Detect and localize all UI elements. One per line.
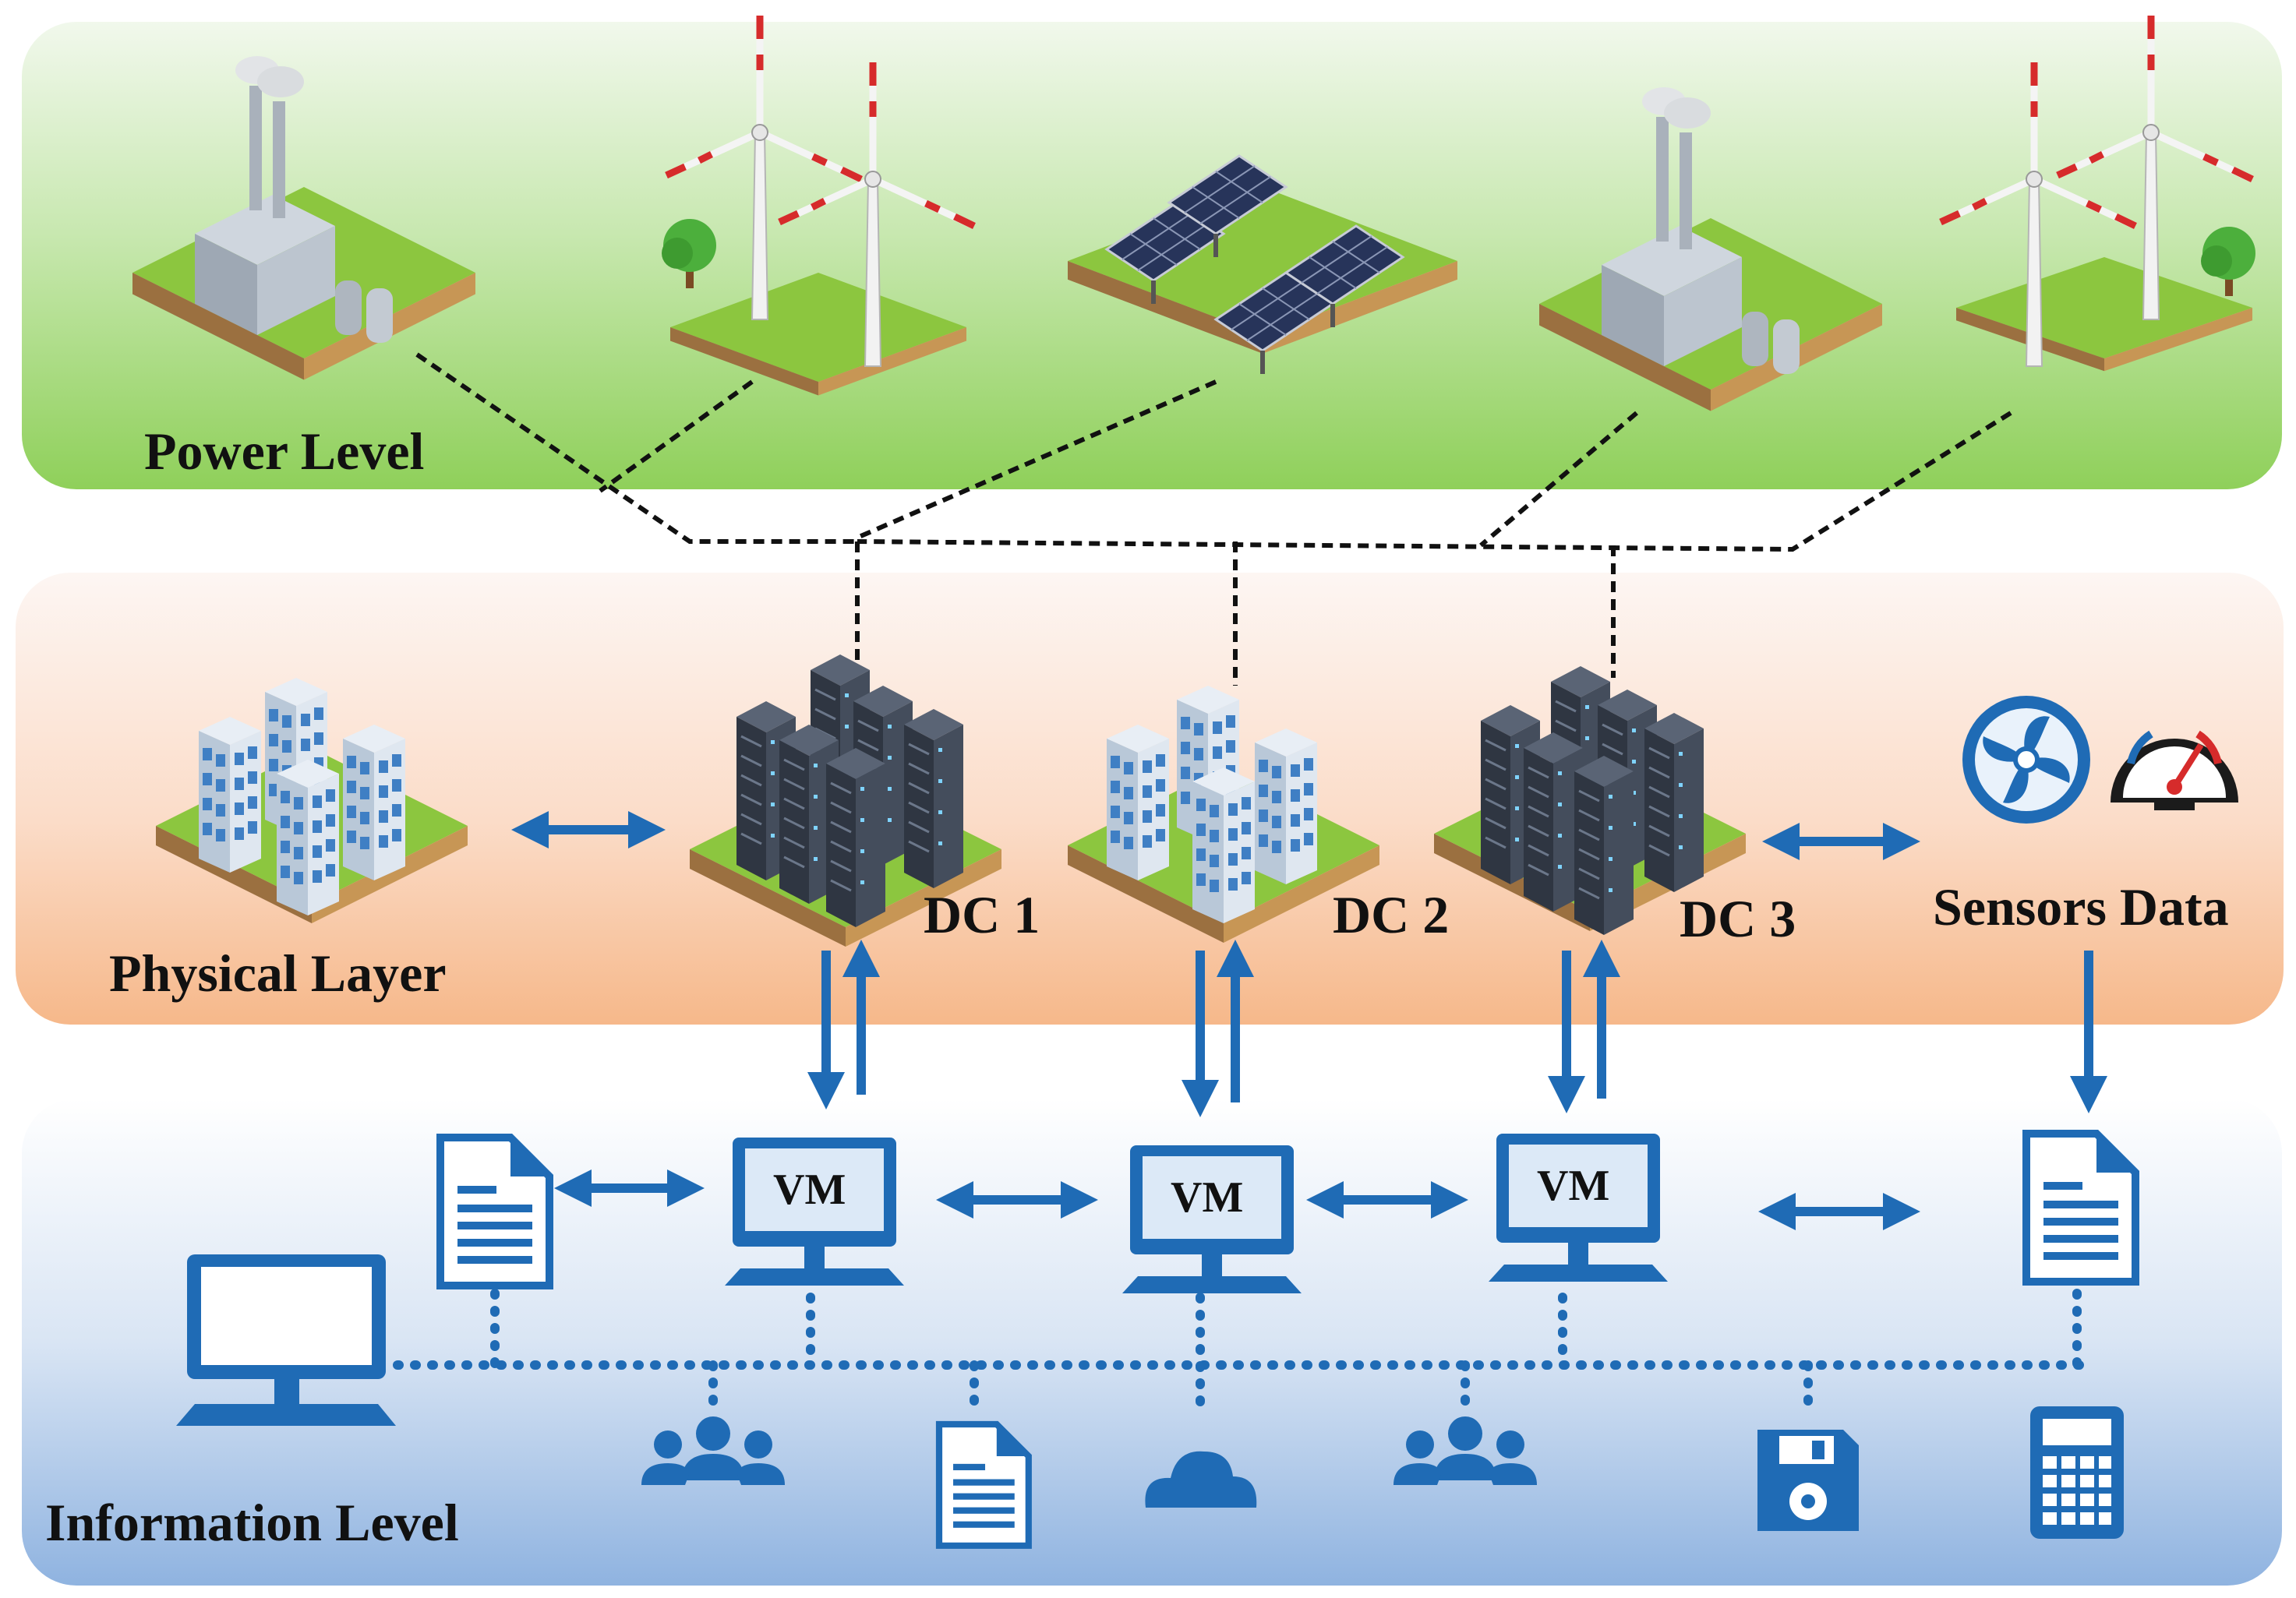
information-network [393, 1289, 2093, 1415]
wind-turbines-icon [1941, 16, 2255, 372]
document-icon [2026, 1134, 2135, 1282]
connector-wind2 [857, 411, 2012, 552]
vm-label-2: VM [1171, 1173, 1244, 1222]
connector-plant2 [1479, 411, 1638, 548]
vm-label-3: VM [1537, 1162, 1610, 1210]
floppy-disk-icon [1757, 1430, 1859, 1531]
information-arrows [554, 1169, 1920, 1230]
office-buildings-icon [156, 678, 468, 923]
cloud-icon [1145, 1451, 1257, 1508]
document-icon [939, 1424, 1029, 1546]
power-level-label: Power Level [144, 422, 425, 481]
wind-turbines-icon [662, 16, 974, 396]
connector-solar [856, 379, 1217, 540]
gauge-icon [2111, 730, 2238, 810]
physical-arrows [511, 811, 1920, 860]
monitor-icon [176, 1254, 396, 1426]
users-icon [1393, 1416, 1537, 1485]
document-icon [440, 1138, 549, 1286]
dc2-label: DC 2 [1333, 885, 1450, 944]
connector-wind1 [599, 379, 754, 493]
power-connectors [415, 352, 2012, 686]
information-level-label: Information Level [45, 1493, 459, 1552]
power-plant-icon [1539, 87, 1882, 411]
power-plant-icon [132, 56, 475, 380]
fan-icon [1962, 696, 2090, 824]
dc1-label: DC 1 [924, 885, 1040, 944]
dc-vm-arrows [807, 940, 2107, 1117]
calculator-icon [2030, 1406, 2124, 1539]
users-icon [641, 1416, 785, 1485]
dc3-label: DC 3 [1680, 889, 1796, 948]
vm-label-1: VM [773, 1166, 846, 1214]
physical-layer-label: Physical Layer [109, 944, 447, 1003]
solar-panels-icon [1068, 156, 1457, 374]
sensors-data-label: Sensors Data [1933, 877, 2229, 937]
connector-plant1 [415, 352, 857, 544]
